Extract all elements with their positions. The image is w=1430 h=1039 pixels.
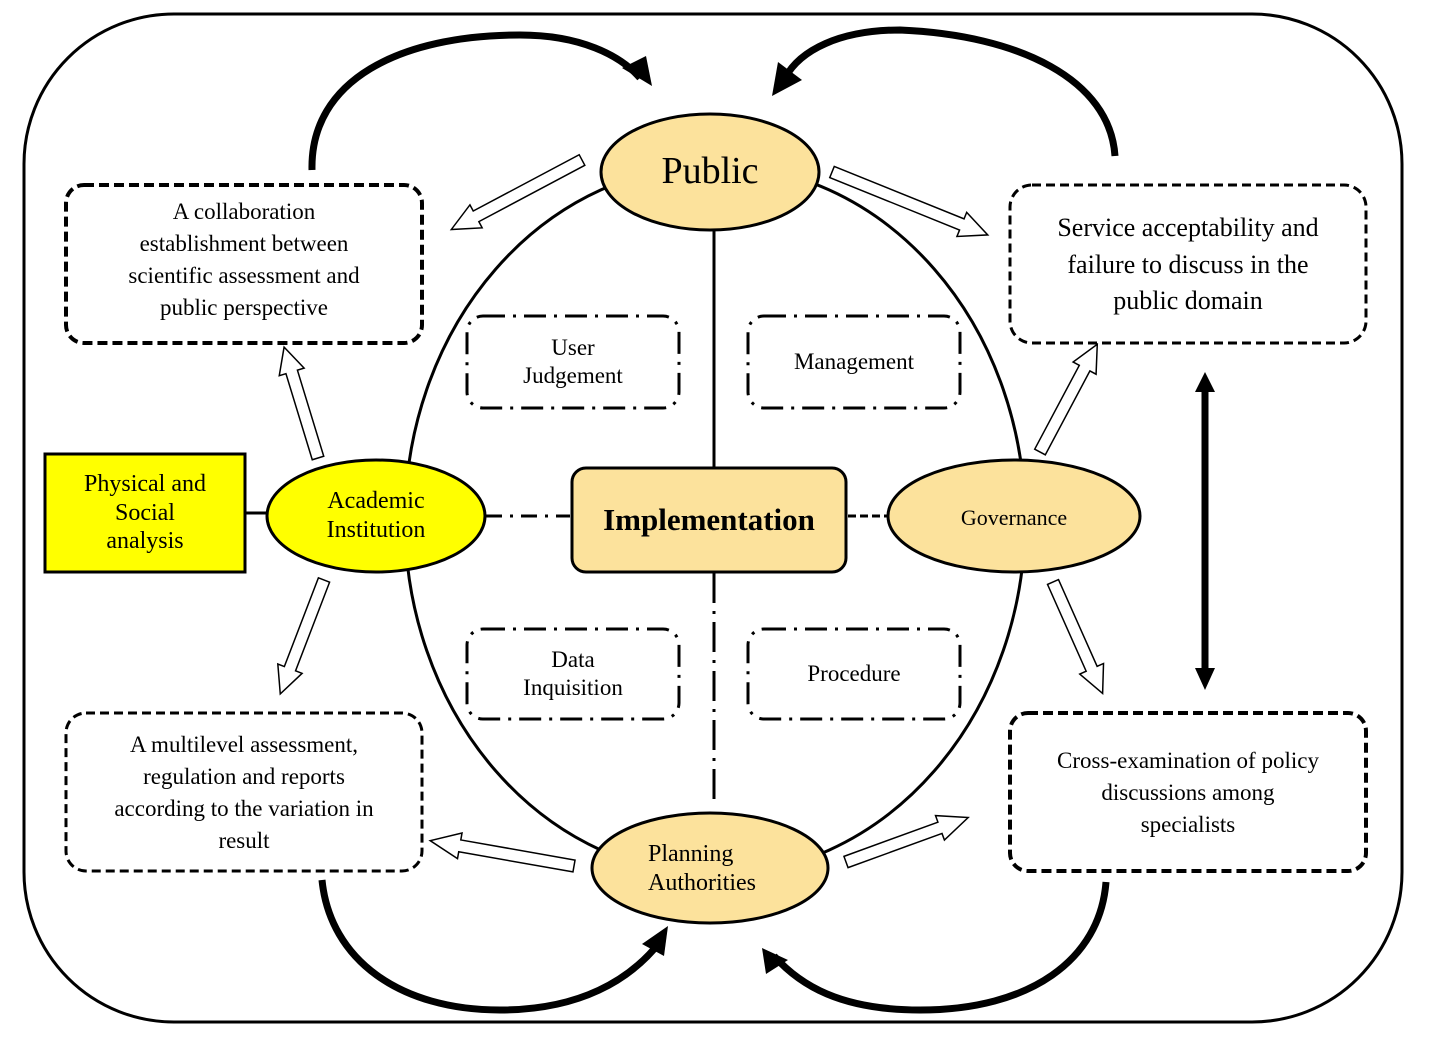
hollow-arrow-governance-to-service [1033, 342, 1099, 456]
data-inquisition-box [465, 627, 681, 721]
user-judgement-label: User Judgement [523, 335, 623, 388]
management-label: Management [793, 349, 915, 375]
hollow-arrow-academic-to-collaboration [278, 345, 325, 461]
analysis-box [43, 452, 247, 574]
curved-arrow-top-left [308, 31, 643, 171]
hollow-arrow-planning-to-multilevel [428, 832, 576, 873]
analysis-label: Physical and Social analysis [84, 470, 206, 555]
curved-arrow-bottom-left [318, 879, 663, 1014]
planning-label: Planning Authorities [648, 841, 756, 896]
double-arrow-head-down [1195, 668, 1215, 690]
curved-arrow-top-right-head [772, 62, 802, 96]
double-arrow-head-up [1195, 372, 1215, 392]
service-box [1008, 183, 1368, 345]
planning-node [590, 811, 830, 925]
curved-arrow-bottom-left-head [642, 926, 668, 956]
multilevel-box [64, 711, 424, 873]
curved-arrow-top-right [781, 26, 1119, 157]
multilevel-label: A multilevel assessment, regulation and … [114, 731, 374, 854]
curved-arrow-top-left-head [622, 56, 652, 86]
outer-frame [22, 12, 1404, 1024]
governance-label: Governance [960, 504, 1068, 530]
collaboration-box [64, 183, 424, 345]
cross-examination-box [1008, 711, 1368, 873]
management-box [746, 314, 962, 410]
user-judgement-box [465, 314, 681, 410]
hollow-arrow-public-to-collaboration [449, 153, 586, 231]
service-label: Service acceptability and failure to dis… [1057, 213, 1319, 316]
curved-arrow-bottom-right-head [762, 948, 788, 974]
public-node [599, 112, 821, 232]
hollow-arrow-academic-to-multilevel [276, 576, 331, 696]
hollow-arrow-planning-to-cross [842, 814, 970, 869]
implementation-node [570, 466, 848, 574]
procedure-label: Procedure [807, 661, 901, 687]
public-label: Public [661, 150, 759, 193]
procedure-box [746, 627, 962, 721]
collaboration-label: A collaboration establishment between sc… [128, 198, 360, 321]
governance-node [886, 458, 1142, 574]
academic-node [265, 458, 487, 574]
hollow-arrow-governance-to-cross [1046, 578, 1105, 696]
implementation-label: Implementation [603, 502, 815, 538]
data-inquisition-label: Data Inquisition [523, 647, 623, 700]
academic-label: Academic Institution [326, 488, 426, 543]
curved-arrow-bottom-right [771, 881, 1110, 1014]
hollow-arrow-public-to-service [828, 165, 990, 238]
cross-examination-label: Cross-examination of policy discussions … [1057, 747, 1319, 838]
